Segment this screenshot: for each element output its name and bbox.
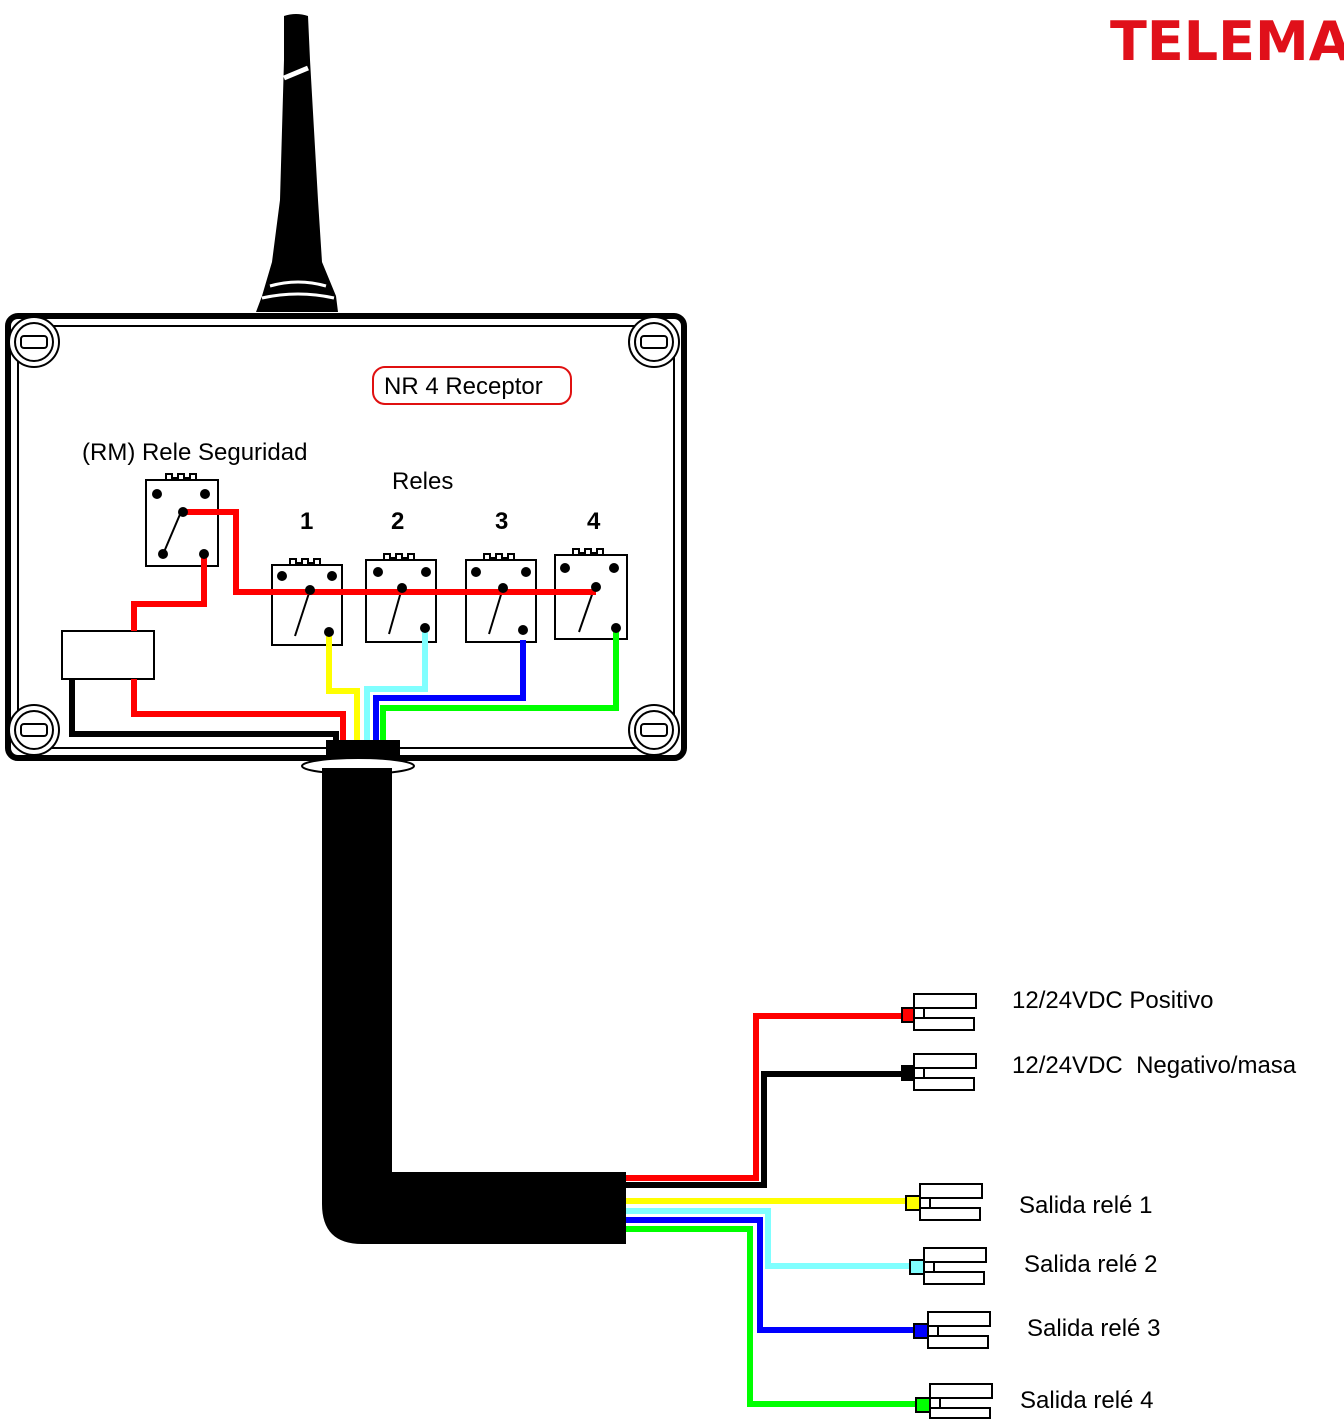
internal-wiring xyxy=(69,509,619,742)
connector-icon xyxy=(913,1311,991,1349)
device-title: NR 4 Receptor xyxy=(384,373,543,400)
output-label-negative: 12/24VDC Negativo/masa xyxy=(1012,1052,1297,1079)
relay-number-3: 3 xyxy=(495,508,508,535)
connector-icon xyxy=(915,1383,993,1419)
relay-number-2: 2 xyxy=(391,508,404,535)
connector-icon xyxy=(901,993,977,1031)
screw-icon xyxy=(8,316,60,368)
brand-logo-text: TELEMA xyxy=(1110,10,1344,73)
connector-icon xyxy=(909,1247,987,1285)
relay-contact-dots xyxy=(152,489,621,637)
output-cable xyxy=(322,768,626,1244)
output-label-relay-2: Salida relé 2 xyxy=(1024,1251,1157,1278)
safety-relay-label: (RM) Rele Seguridad xyxy=(82,439,307,466)
output-label-relay-4: Salida relé 4 xyxy=(1020,1387,1153,1414)
output-label-relay-3: Salida relé 3 xyxy=(1027,1315,1160,1342)
connector-icon xyxy=(901,1053,977,1091)
device-title-badge xyxy=(372,366,572,405)
receiver-enclosure xyxy=(5,313,687,761)
relay-number-1: 1 xyxy=(300,508,313,535)
screw-icon xyxy=(628,704,680,756)
antenna-icon xyxy=(256,14,338,312)
power-module xyxy=(61,630,155,680)
output-label-positive: 12/24VDC Positivo xyxy=(1012,987,1213,1014)
screw-icon xyxy=(628,316,680,368)
screw-icon xyxy=(8,704,60,756)
output-label-relay-1: Salida relé 1 xyxy=(1019,1192,1152,1219)
relays-label: Reles xyxy=(392,468,453,495)
relay-number-4: 4 xyxy=(587,508,601,535)
external-wiring xyxy=(626,1013,918,1407)
connector-icon xyxy=(905,1183,983,1221)
